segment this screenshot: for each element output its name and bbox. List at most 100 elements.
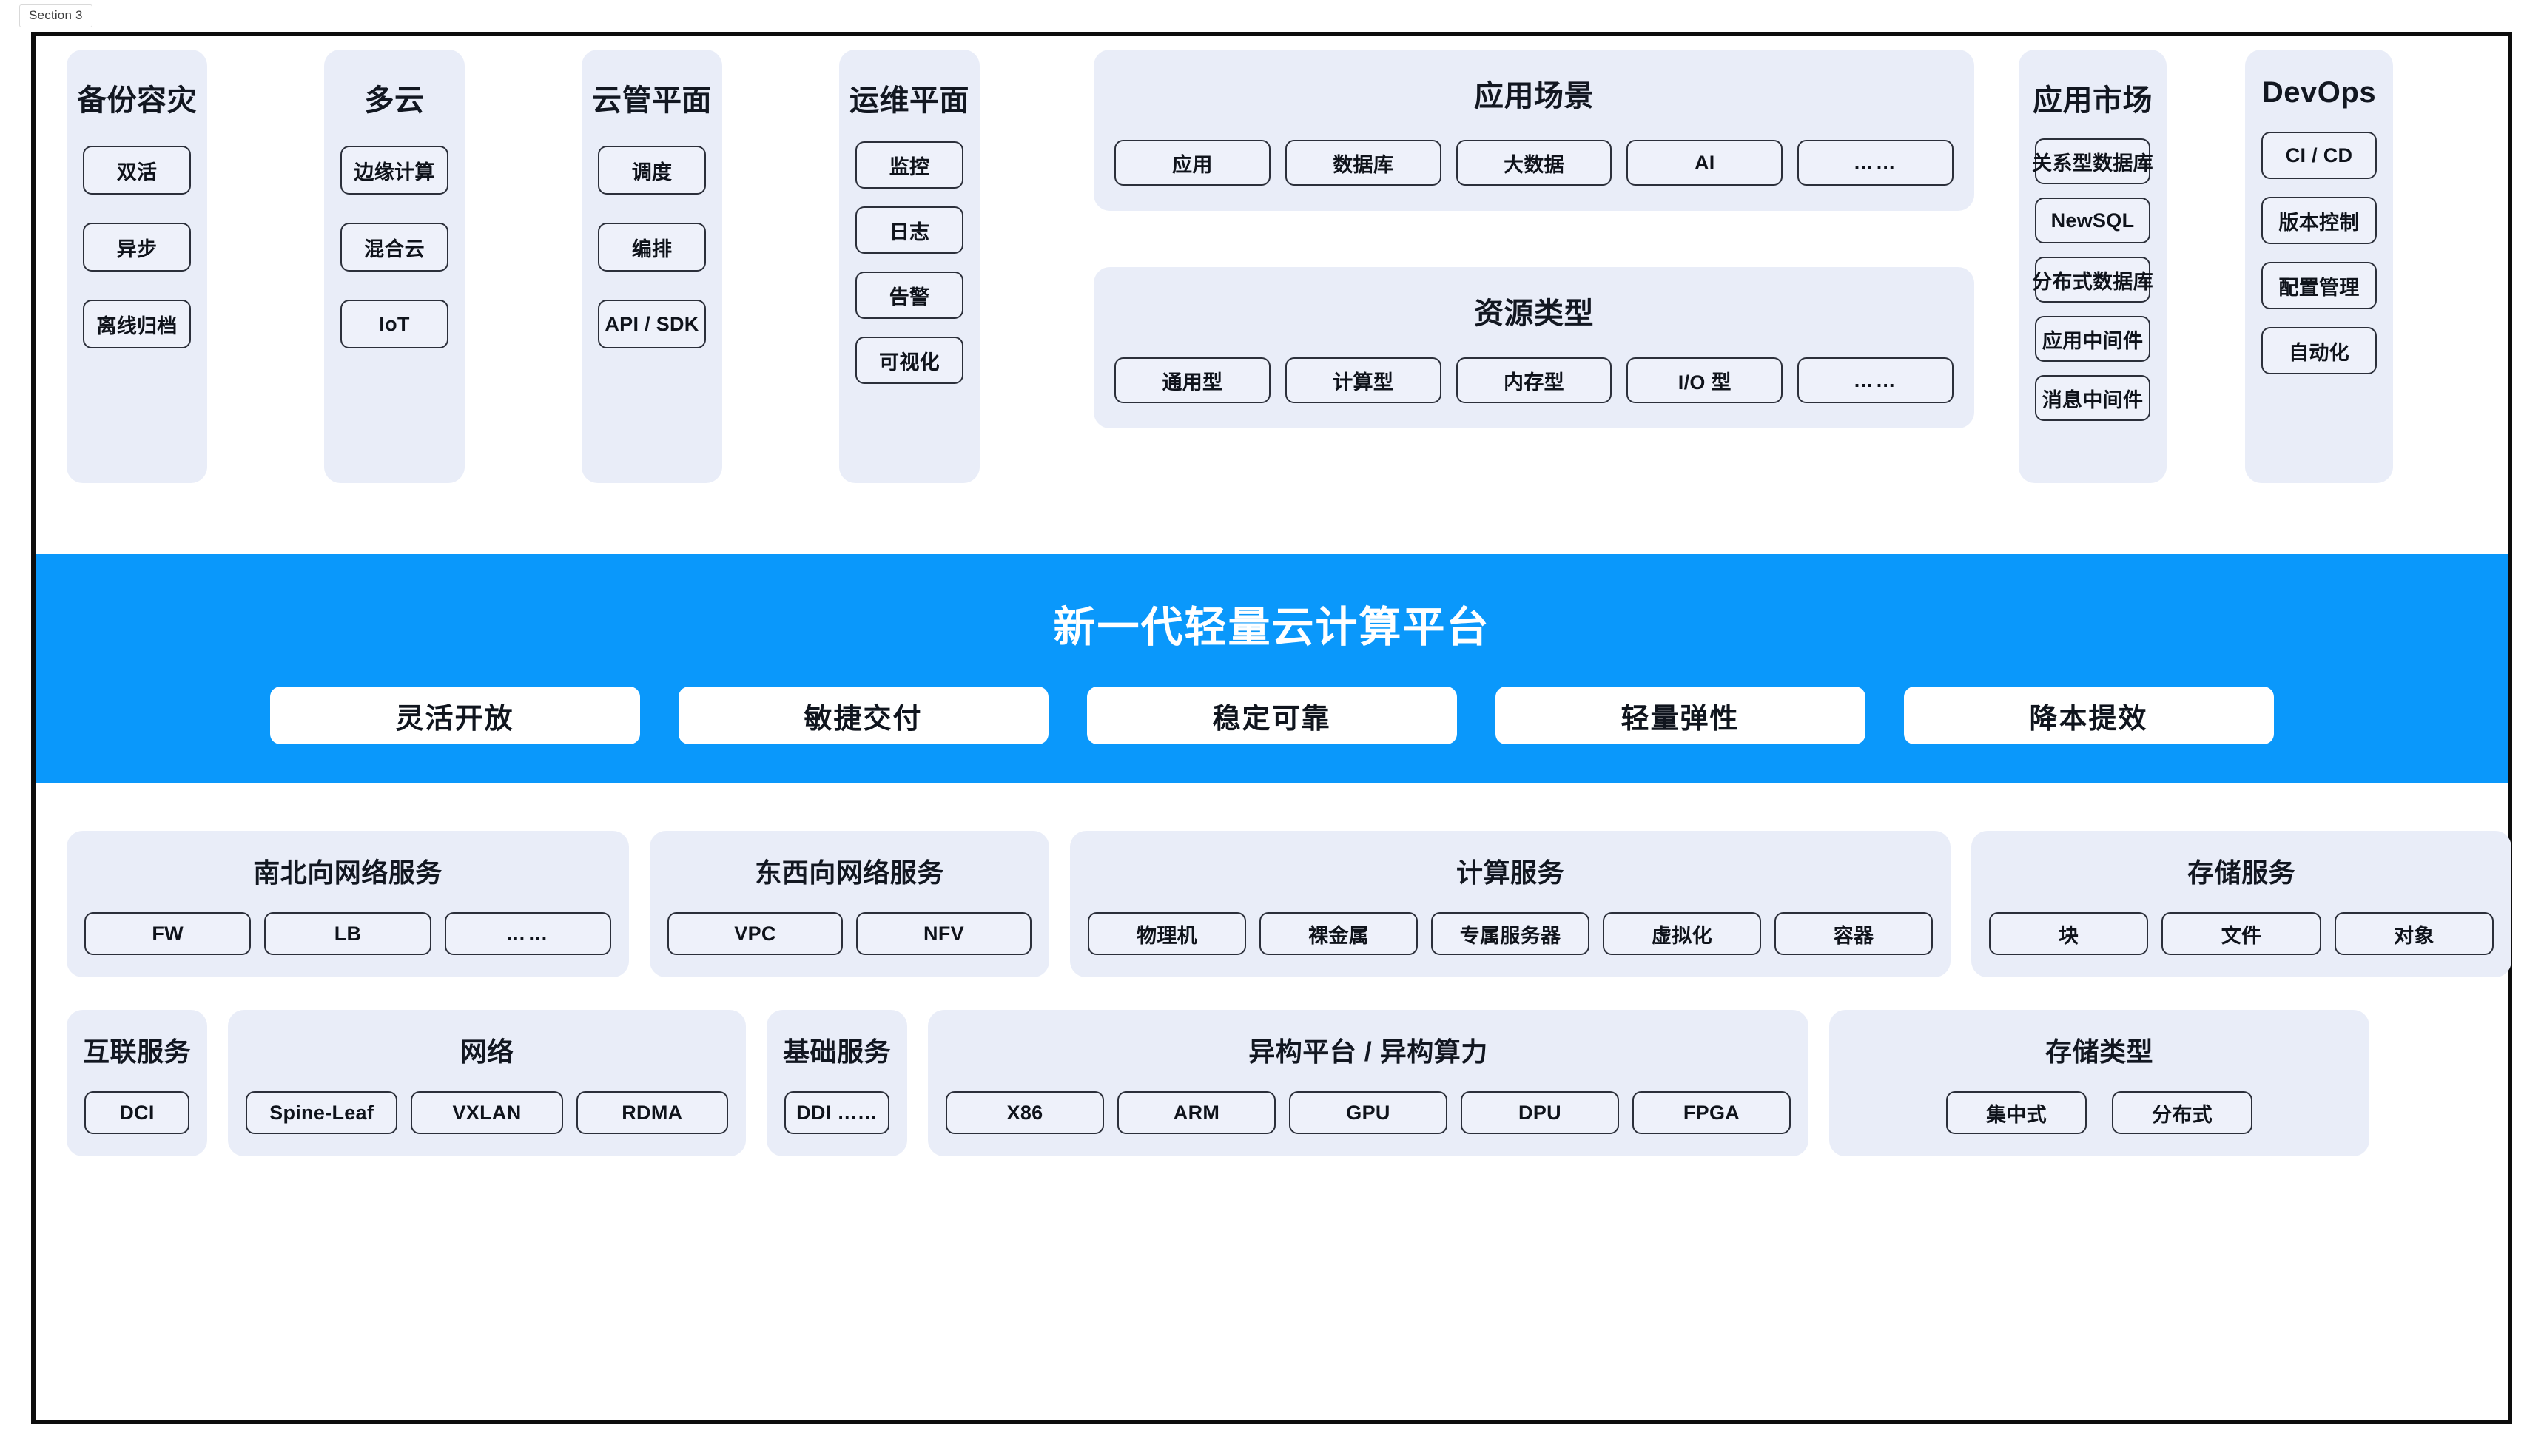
section-tab[interactable]: Section 3: [19, 4, 92, 27]
pill-item[interactable]: 消息中间件: [2035, 375, 2150, 421]
pill-item[interactable]: 异步: [83, 223, 191, 272]
pill-item[interactable]: 自动化: [2261, 327, 2377, 374]
feature-pill[interactable]: 降本提效: [1903, 687, 2274, 744]
feature-pill[interactable]: 灵活开放: [269, 687, 640, 744]
pill-item[interactable]: 内存型: [1456, 357, 1612, 403]
feature-pill[interactable]: 敏捷交付: [678, 687, 1049, 744]
pill-item[interactable]: 监控: [855, 141, 963, 189]
pill-item[interactable]: NewSQL: [2035, 198, 2150, 243]
panel-storage-services: 存储服务 块 文件 对象: [1971, 831, 2511, 977]
pill-item[interactable]: 文件: [2161, 912, 2321, 955]
pill-row: X86 ARM GPU DPU FPGA: [946, 1091, 1791, 1134]
pill-item[interactable]: 专属服务器: [1431, 912, 1589, 955]
pill-row: 物理机 裸金属 专属服务器 虚拟化 容器: [1088, 912, 1933, 955]
panel-compute-services: 计算服务 物理机 裸金属 专属服务器 虚拟化 容器: [1070, 831, 1951, 977]
pill-item[interactable]: 日志: [855, 206, 963, 254]
pill-item[interactable]: 计算型: [1285, 357, 1441, 403]
platform-title: 新一代轻量云计算平台: [1053, 604, 1490, 651]
panel-resource-types: 资源类型 通用型 计算型 内存型 I/O 型 ……: [1094, 267, 1974, 428]
pill-item[interactable]: FPGA: [1632, 1091, 1791, 1134]
pill-item[interactable]: 大数据: [1456, 140, 1612, 186]
pill-item[interactable]: 通用型: [1114, 357, 1271, 403]
pill-item[interactable]: 可视化: [855, 337, 963, 384]
pill-row: 集中式 分布式: [1847, 1091, 2352, 1134]
pill-item[interactable]: X86: [946, 1091, 1104, 1134]
top-band: 备份容灾 双活 异步 离线归档 多云 边缘计算 混合云 IoT 云管平面 调度 …: [36, 36, 2508, 554]
panel-title: 云管平面: [592, 84, 712, 117]
services-band: 南北向网络服务 FW LB …… 东西向网络服务 VPC NFV 计算服务 物理…: [36, 783, 2511, 977]
feature-pill[interactable]: 稳定可靠: [1086, 687, 1457, 744]
pill-item[interactable]: VXLAN: [411, 1091, 563, 1134]
pill-item[interactable]: 调度: [598, 146, 706, 195]
panel-title: 东西向网络服务: [755, 857, 944, 888]
pill-item[interactable]: RDMA: [576, 1091, 728, 1134]
pill-item[interactable]: I/O 型: [1626, 357, 1783, 403]
pill-item[interactable]: 容器: [1774, 912, 1933, 955]
infrastructure-band: 互联服务 DCI 网络 Spine-Leaf VXLAN RDMA 基础服务 D…: [36, 977, 2508, 1156]
panel-heterogeneous-platform-compute: 异构平台 / 异构算力 X86 ARM GPU DPU FPGA: [928, 1010, 1808, 1156]
pill-item[interactable]: 应用中间件: [2035, 316, 2150, 362]
pill-item[interactable]: 告警: [855, 272, 963, 319]
pill-item[interactable]: 对象: [2334, 912, 2494, 955]
panel-title: 应用场景: [1474, 80, 1594, 112]
pill-item[interactable]: 集中式: [1946, 1091, 2087, 1134]
pill-item[interactable]: FW: [84, 912, 252, 955]
pill-item[interactable]: NFV: [856, 912, 1032, 955]
pill-item[interactable]: API / SDK: [598, 300, 706, 348]
platform-banner: 新一代轻量云计算平台 灵活开放 敏捷交付 稳定可靠 轻量弹性 降本提效: [36, 554, 2508, 783]
pill-item[interactable]: Spine-Leaf: [246, 1091, 398, 1134]
pill-row: DDI ……: [784, 1091, 889, 1134]
panel-title: 存储服务: [2187, 857, 2295, 888]
panel-title: 基础服务: [783, 1037, 892, 1067]
pill-row: FW LB ……: [84, 912, 611, 955]
pill-item-ellipsis[interactable]: ……: [1797, 140, 1954, 186]
pill-item[interactable]: 应用: [1114, 140, 1271, 186]
pill-item[interactable]: 混合云: [340, 223, 448, 272]
pill-item[interactable]: IoT: [340, 300, 448, 348]
pill-item[interactable]: LB: [264, 912, 431, 955]
pill-item[interactable]: 分布式数据库: [2032, 257, 2153, 303]
pill-item[interactable]: 裸金属: [1259, 912, 1418, 955]
panel-basic-services: 基础服务 DDI ……: [767, 1010, 907, 1156]
panel-title: 资源类型: [1474, 297, 1594, 330]
pill-item[interactable]: 块: [1989, 912, 2149, 955]
pill-item[interactable]: DCI: [84, 1091, 189, 1134]
pill-item[interactable]: 配置管理: [2261, 262, 2377, 309]
pill-row: 应用 数据库 大数据 AI ……: [1114, 140, 1954, 186]
pill-item[interactable]: DPU: [1461, 1091, 1619, 1134]
panel-title: 存储类型: [2045, 1037, 2153, 1067]
pill-item[interactable]: GPU: [1289, 1091, 1447, 1134]
pill-item[interactable]: VPC: [667, 912, 843, 955]
panel-backup-dr: 备份容灾 双活 异步 离线归档: [67, 50, 207, 483]
pill-item[interactable]: 分布式: [2112, 1091, 2252, 1134]
pill-item[interactable]: CI / CD: [2261, 132, 2377, 179]
pill-row: 通用型 计算型 内存型 I/O 型 ……: [1114, 357, 1954, 403]
pill-item[interactable]: 离线归档: [83, 300, 191, 348]
pill-item[interactable]: 版本控制: [2261, 197, 2377, 244]
pill-item[interactable]: 编排: [598, 223, 706, 272]
panel-east-west-network-services: 东西向网络服务 VPC NFV: [650, 831, 1049, 977]
platform-feature-row: 灵活开放 敏捷交付 稳定可靠 轻量弹性 降本提效: [36, 687, 2508, 744]
panel-title: 多云: [364, 84, 425, 117]
panel-application-scenarios: 应用场景 应用 数据库 大数据 AI ……: [1094, 50, 1974, 211]
pill-item-ellipsis[interactable]: ……: [1797, 357, 1954, 403]
panel-title: 应用市场: [2033, 84, 2153, 117]
pill-row: Spine-Leaf VXLAN RDMA: [246, 1091, 728, 1134]
pill-item[interactable]: 双活: [83, 146, 191, 195]
panel-title: 南北向网络服务: [253, 857, 442, 888]
pill-item[interactable]: 关系型数据库: [2032, 138, 2153, 184]
panel-title: 异构平台 / 异构算力: [1248, 1037, 1488, 1067]
panel-cloud-management-plane: 云管平面 调度 编排 API / SDK: [582, 50, 722, 483]
pill-item-ellipsis[interactable]: ……: [444, 912, 611, 955]
feature-pill[interactable]: 轻量弹性: [1495, 687, 1865, 744]
pill-item[interactable]: 边缘计算: [340, 146, 448, 195]
pill-item[interactable]: AI: [1626, 140, 1783, 186]
pill-item[interactable]: 数据库: [1285, 140, 1441, 186]
panel-title: 计算服务: [1456, 857, 1564, 888]
pill-item[interactable]: 物理机: [1088, 912, 1246, 955]
pill-item[interactable]: DDI ……: [784, 1091, 889, 1134]
pill-item[interactable]: ARM: [1117, 1091, 1276, 1134]
pill-row: VPC NFV: [667, 912, 1032, 955]
pill-item[interactable]: 虚拟化: [1603, 912, 1761, 955]
panel-title: DevOps: [2261, 76, 2377, 109]
